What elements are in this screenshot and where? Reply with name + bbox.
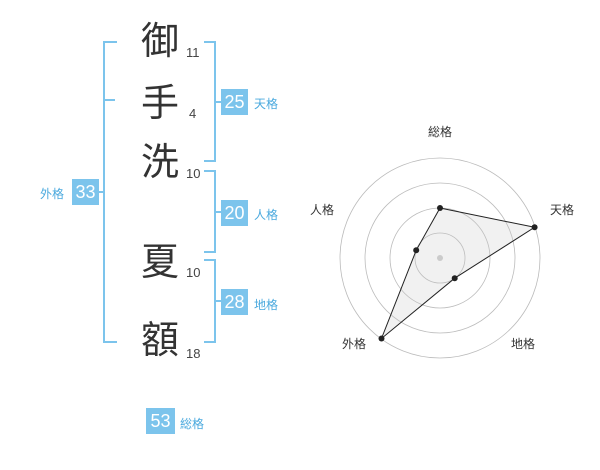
radar-point-1 bbox=[437, 205, 443, 211]
name-char-1: 御 bbox=[140, 19, 179, 63]
radar-chart bbox=[339, 157, 541, 359]
gaikaku-bracket bbox=[103, 41, 117, 343]
radar-label-gaikaku: 外格 bbox=[342, 337, 367, 351]
chikaku-connector bbox=[215, 300, 222, 302]
stroke-count-5: 18 bbox=[186, 346, 201, 361]
gaikaku-label: 外格 bbox=[40, 187, 65, 201]
tenkaku-label: 天格 bbox=[254, 97, 279, 111]
radar-point-2 bbox=[531, 224, 538, 231]
radar-center-dot bbox=[437, 255, 443, 261]
jinkaku-connector bbox=[215, 211, 222, 213]
tenkaku-connector bbox=[215, 101, 222, 103]
radar-point-3 bbox=[451, 275, 458, 282]
jinkaku-label: 人格 bbox=[254, 208, 279, 222]
radar-point-4 bbox=[378, 335, 385, 342]
radar-ring-3 bbox=[364, 182, 516, 334]
name-char-5: 額 bbox=[140, 318, 179, 362]
radar-ring-4 bbox=[339, 157, 541, 359]
name-char-2: 手 bbox=[140, 81, 179, 125]
radar-label-soukaku: 総格 bbox=[428, 125, 453, 139]
radar-point-5 bbox=[413, 247, 420, 254]
radar-label-tenkaku: 天格 bbox=[550, 203, 575, 217]
jinkaku-value: 20 bbox=[221, 200, 248, 226]
name-char-4: 夏 bbox=[140, 240, 179, 284]
radar-label-jinkaku: 人格 bbox=[310, 203, 335, 217]
radar-polygon bbox=[380, 207, 536, 341]
stroke-count-3: 10 bbox=[186, 166, 201, 181]
stroke-count-2: 4 bbox=[189, 106, 197, 121]
radar-ring-1 bbox=[414, 232, 466, 284]
stroke-count-1: 11 bbox=[186, 45, 200, 60]
chikaku-label: 地格 bbox=[254, 298, 279, 312]
soukaku-value: 53 bbox=[146, 408, 175, 434]
bracket-tick bbox=[104, 99, 115, 101]
stroke-count-4: 10 bbox=[186, 265, 201, 280]
name-char-3: 洗 bbox=[140, 140, 179, 184]
soukaku-label: 総格 bbox=[180, 417, 205, 431]
gaikaku-value: 33 bbox=[72, 179, 99, 205]
radar-label-chikaku: 地格 bbox=[511, 337, 536, 351]
tenkaku-value: 25 bbox=[221, 89, 248, 115]
chikaku-value: 28 bbox=[221, 289, 248, 315]
gaikaku-connector bbox=[99, 191, 105, 193]
